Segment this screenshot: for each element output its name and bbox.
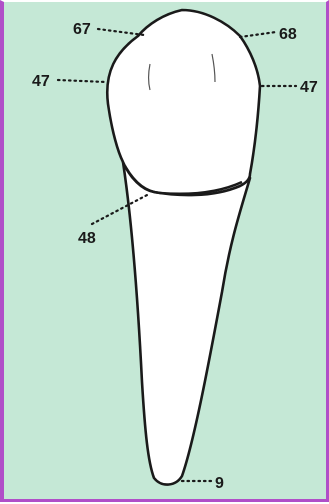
label-67: 67	[73, 21, 91, 38]
leader-67	[98, 29, 144, 35]
label-47-left: 47	[32, 73, 50, 90]
tooth-diagram: 67 68 47 47 48 9	[4, 2, 329, 504]
leader-47-left	[58, 80, 106, 82]
label-48: 48	[78, 230, 96, 247]
tooth-crown	[107, 10, 260, 195]
label-68: 68	[279, 26, 297, 43]
label-47-right: 47	[300, 79, 318, 96]
tooth-root	[123, 162, 250, 485]
leader-68	[240, 32, 276, 37]
label-9: 9	[215, 475, 224, 492]
